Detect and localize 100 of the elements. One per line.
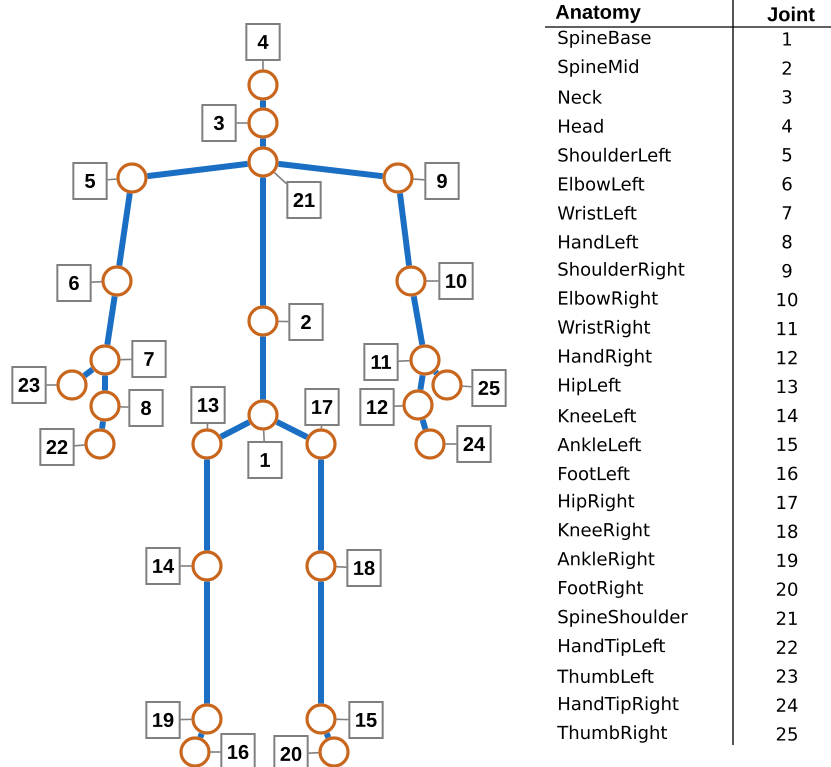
number-box: 16 xyxy=(220,733,256,767)
leader-line xyxy=(398,360,410,362)
leader-line xyxy=(262,61,264,70)
joint-circle xyxy=(247,107,279,139)
number-box: 14 xyxy=(145,547,181,585)
bone-line xyxy=(260,178,266,306)
bone-line xyxy=(99,421,106,429)
number-box: 11 xyxy=(363,343,399,381)
table-cell: 6 xyxy=(782,177,792,191)
table-cell: ThumbRight xyxy=(557,725,668,743)
number-box: 22 xyxy=(39,428,75,466)
table-cell: ThumbLeft xyxy=(557,669,654,684)
table-cell: SpineMid xyxy=(558,59,638,77)
leader-line xyxy=(336,718,348,720)
joint-circle xyxy=(414,428,446,460)
bone-line xyxy=(260,100,266,108)
joint-circle xyxy=(101,265,133,297)
table-cell: HandRight xyxy=(559,348,652,366)
table-cell: HipLeft xyxy=(559,378,621,396)
table-cell: 20 xyxy=(776,582,798,596)
bone-line xyxy=(417,374,426,390)
number-box: 4 xyxy=(245,23,281,61)
table-cell: HipRight xyxy=(559,494,634,512)
table-cell: HandTipLeft xyxy=(559,638,665,656)
leader-line xyxy=(180,565,192,567)
bone-line xyxy=(260,138,266,146)
bone-line xyxy=(318,460,324,550)
joint-circle xyxy=(247,69,279,101)
leader-line xyxy=(394,404,402,407)
leader-line xyxy=(262,430,265,442)
joint-circle xyxy=(56,369,88,401)
table-cell: 14 xyxy=(778,408,798,422)
joint-circle xyxy=(84,428,116,460)
number-box: 12 xyxy=(359,388,395,426)
table-cell: 21 xyxy=(776,612,797,625)
joint-circle xyxy=(191,550,223,582)
bone-line xyxy=(204,460,210,550)
number-box: 3 xyxy=(201,104,237,142)
joint-circle xyxy=(382,162,414,194)
joint-circle xyxy=(191,703,223,735)
table-cell: ShoulderRight xyxy=(558,262,684,280)
number-box: 21 xyxy=(286,181,322,219)
leader-line xyxy=(206,424,208,428)
bone-line xyxy=(102,376,108,390)
table-cell: 4 xyxy=(782,119,792,132)
joint-circle xyxy=(305,550,337,582)
joint-circle xyxy=(409,344,441,376)
bone-line xyxy=(116,193,133,266)
joint-circle xyxy=(305,703,337,735)
leader-line xyxy=(320,426,322,428)
leader-line xyxy=(414,178,424,181)
bone-line xyxy=(433,370,439,376)
bone-line xyxy=(324,732,332,739)
table-cell: ElbowLeft xyxy=(559,176,644,191)
table-cell: 12 xyxy=(778,350,797,364)
table-cell: 17 xyxy=(778,496,797,509)
table-cell: FootRight xyxy=(559,580,644,598)
number-box: 10 xyxy=(438,262,474,300)
table-cell: 25 xyxy=(776,727,797,741)
table-cell: 24 xyxy=(776,698,798,712)
table-cell: 18 xyxy=(778,524,798,538)
table-cell: 9 xyxy=(782,264,792,278)
leader-line xyxy=(462,385,472,388)
table-cell: HandLeft xyxy=(559,234,638,249)
bone-line xyxy=(410,296,426,346)
table-cell: Neck xyxy=(559,90,602,104)
bone-line xyxy=(147,160,248,180)
table-cell: KneeRight xyxy=(559,522,650,540)
number-box: 24 xyxy=(456,425,492,463)
joint-circle xyxy=(89,390,121,422)
leader-line xyxy=(46,384,56,386)
table-cell: AnkleRight xyxy=(557,552,654,570)
table-cell: 10 xyxy=(778,292,798,306)
table-cell: Head xyxy=(559,118,603,133)
joint-circle xyxy=(116,162,148,194)
table-cell: 8 xyxy=(782,234,792,248)
number-box: 20 xyxy=(273,735,309,767)
bone-line xyxy=(204,582,210,704)
bone-line xyxy=(420,419,428,430)
leader-line xyxy=(120,406,128,408)
table-cell: KneeLeft xyxy=(559,408,636,422)
number-box: 19 xyxy=(145,701,181,739)
bone-line xyxy=(260,336,266,400)
joint-circle xyxy=(247,399,279,431)
bone-line xyxy=(276,419,308,440)
table-cell: 1 xyxy=(783,32,792,46)
leader-line xyxy=(120,358,132,360)
number-box: 5 xyxy=(72,162,108,200)
table-header: Joint xyxy=(767,6,815,22)
number-box: 7 xyxy=(131,340,167,378)
table-cell: HandTipRight xyxy=(559,696,679,714)
number-box: 18 xyxy=(346,549,382,587)
leader-line xyxy=(274,172,287,184)
table-cell: SpineShoulder xyxy=(558,610,688,627)
bone-line xyxy=(104,296,118,346)
bone-line xyxy=(278,160,383,180)
number-box: 25 xyxy=(471,369,507,407)
table-header: Anatomy xyxy=(556,5,641,23)
joint-circle xyxy=(247,305,279,337)
bone-line xyxy=(82,367,94,378)
